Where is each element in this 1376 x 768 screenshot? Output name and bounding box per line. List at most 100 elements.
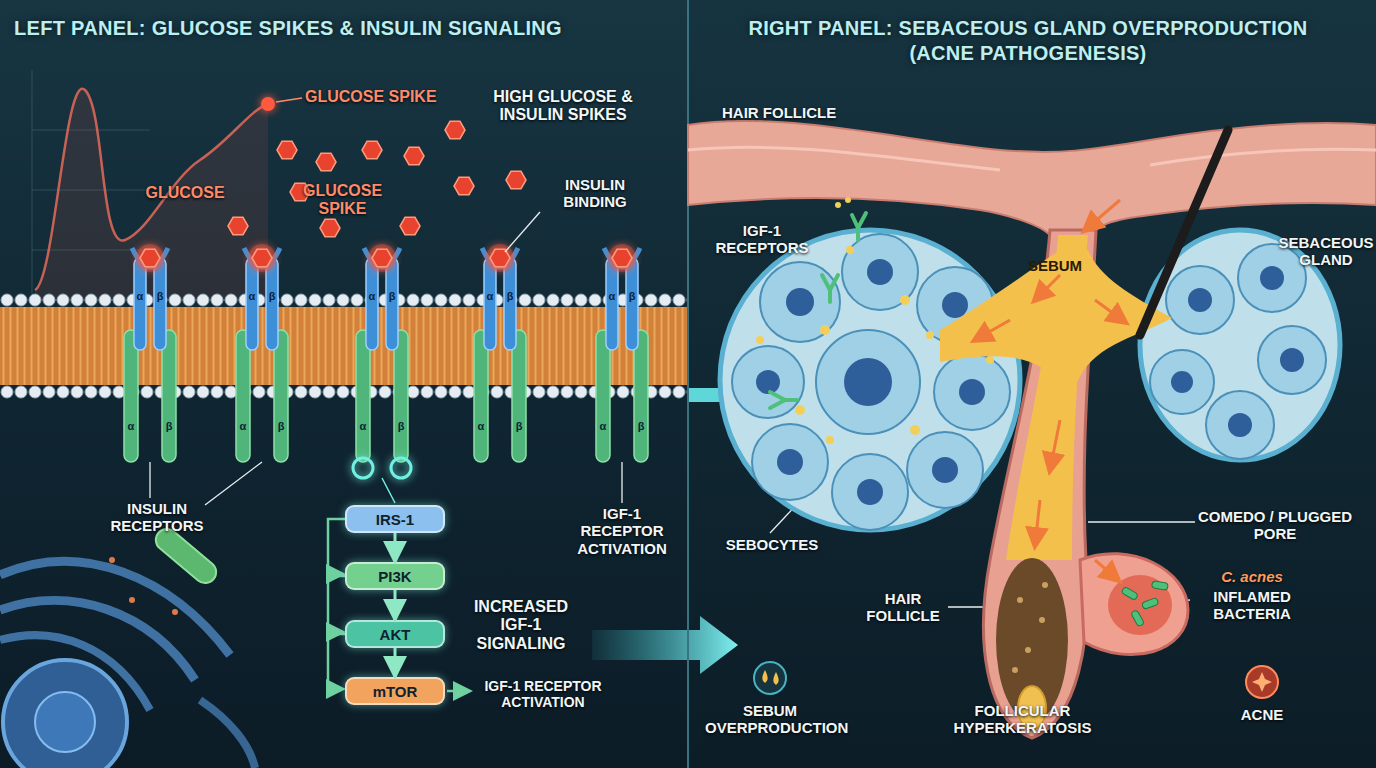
cell-membrane bbox=[0, 293, 688, 307]
follicle-canal bbox=[1108, 575, 1172, 635]
receptor-part bbox=[154, 258, 166, 350]
callout-label: IGF-1 RECEPTOR ACTIVATION bbox=[566, 505, 678, 557]
callout-label: GLUCOSE SPIKE bbox=[305, 88, 475, 106]
cell-organelles bbox=[35, 692, 95, 752]
glucose-molecules bbox=[362, 141, 382, 158]
sebaceous-gland-left bbox=[932, 457, 958, 483]
sebaceous-gland-left bbox=[942, 292, 968, 318]
sebum-flow-arrows bbox=[1035, 500, 1040, 545]
igf1-receptor-icons bbox=[835, 202, 841, 208]
callout-label: ACNE bbox=[1226, 706, 1298, 723]
subunit-letter: β bbox=[395, 420, 407, 432]
glucose-molecule bbox=[608, 244, 636, 272]
glucose-molecule bbox=[252, 249, 272, 266]
follicle-canal bbox=[1017, 597, 1023, 603]
panel-divider bbox=[688, 0, 689, 768]
receptor-part bbox=[606, 258, 618, 350]
glucose-molecule bbox=[490, 249, 510, 266]
glucose-molecules bbox=[445, 121, 465, 138]
sebum-flow-arrows bbox=[975, 320, 1010, 340]
callout-label: GLUCOSE SPIKE bbox=[295, 182, 390, 219]
follicle-canal bbox=[1012, 582, 1048, 673]
sebaceous-gland-left bbox=[820, 325, 830, 335]
cell-organelles bbox=[129, 597, 135, 603]
pathway-label: AKT bbox=[380, 626, 411, 643]
receptor-part bbox=[504, 258, 516, 350]
pathway-box: PI3K bbox=[345, 562, 445, 590]
igf1-receptor-icons bbox=[822, 275, 838, 302]
receptor-part bbox=[124, 330, 138, 462]
callout-label: INFLAMED BACTERIA bbox=[1192, 588, 1312, 623]
sebaceous-gland-left bbox=[786, 288, 814, 316]
sebaceous-gland-left bbox=[910, 425, 920, 435]
receptor-part bbox=[366, 258, 378, 350]
callout-label: SEBOCYTES bbox=[712, 536, 832, 553]
pathway-box: mTOR bbox=[345, 677, 445, 705]
subunit-letter: α bbox=[246, 290, 258, 302]
subunit-letter: α bbox=[134, 290, 146, 302]
callout-label: SEBACEOUS GLAND bbox=[1278, 234, 1374, 269]
glow bbox=[608, 244, 636, 272]
callout-label: HAIR FOLLICLE bbox=[722, 104, 902, 121]
subunit-letter: α bbox=[606, 290, 618, 302]
callout-label: HIGH GLUCOSE & INSULIN SPIKES bbox=[468, 88, 658, 125]
pathway-box: IRS-1 bbox=[345, 505, 445, 533]
sebaceous-gland-left bbox=[986, 356, 994, 364]
sebum-flow-arrows bbox=[1095, 300, 1125, 322]
follicle-canal bbox=[1131, 610, 1145, 627]
subunit-letter: α bbox=[237, 420, 249, 432]
sebaceous-gland-right bbox=[1260, 266, 1284, 290]
glucose-molecule bbox=[486, 244, 514, 272]
sebaceous-gland-left bbox=[842, 234, 918, 310]
sebaceous-gland-left bbox=[857, 479, 883, 505]
glucose-molecules bbox=[277, 141, 297, 158]
sebaceous-gland-right bbox=[1206, 391, 1274, 459]
sebaceous-gland-left bbox=[732, 346, 804, 418]
sebaceous-gland-left bbox=[777, 449, 803, 475]
subunit-letter: β bbox=[154, 290, 166, 302]
sebaceous-gland-left bbox=[720, 230, 1020, 530]
sebaceous-gland-right bbox=[1238, 244, 1306, 312]
subunit-letter: β bbox=[386, 290, 398, 302]
sebaceous-gland-left bbox=[907, 432, 983, 508]
pathway-box: AKT bbox=[345, 620, 445, 648]
sebaceous-gland-left bbox=[959, 379, 985, 405]
receptor-part bbox=[274, 330, 288, 462]
glucose-molecule bbox=[140, 249, 160, 266]
follicle-canal bbox=[1012, 667, 1018, 673]
sebaceous-gland-left bbox=[756, 336, 764, 344]
callout-label: GLUCOSE bbox=[135, 184, 235, 202]
sebaceous-gland-left bbox=[732, 234, 1010, 530]
glucose-chart bbox=[261, 97, 275, 111]
receptor-part bbox=[266, 258, 278, 350]
sebaceous-gland-left bbox=[752, 424, 828, 500]
sebaceous-gland-right bbox=[1150, 350, 1214, 414]
callout-label: COMEDO / PLUGGED PORE bbox=[1195, 508, 1355, 543]
receptor-part bbox=[356, 330, 370, 462]
sebaceous-gland-right bbox=[1150, 244, 1326, 459]
callout-label: FOLLICULAR HYPERKERATOSIS bbox=[935, 702, 1110, 737]
receptor-part bbox=[162, 330, 176, 462]
sebaceous-gland-left bbox=[926, 331, 934, 339]
sebaceous-gland-right bbox=[1166, 266, 1234, 334]
cell-membrane bbox=[0, 307, 688, 385]
callout-label: SEBUM bbox=[1015, 257, 1095, 274]
glucose-molecule bbox=[136, 244, 164, 272]
callout-label: C. acnes bbox=[1192, 568, 1312, 585]
sebaceous-gland-left bbox=[720, 230, 1020, 530]
receptor-part bbox=[512, 330, 526, 462]
pathway-decor bbox=[447, 690, 468, 693]
sebaceous-gland-left bbox=[900, 295, 910, 305]
glucose-molecules bbox=[228, 217, 248, 234]
glucose-molecules bbox=[400, 217, 420, 234]
follicle-canal bbox=[1121, 586, 1138, 600]
cell-organelles bbox=[3, 660, 127, 768]
leader-lines bbox=[149, 462, 150, 498]
sebaceous-gland-left bbox=[760, 262, 840, 342]
pathway-label: PI3K bbox=[378, 568, 411, 585]
glucose-molecules bbox=[454, 177, 474, 194]
glow bbox=[248, 244, 276, 272]
sebaceous-gland-right bbox=[1228, 413, 1252, 437]
subunit-letter: α bbox=[475, 420, 487, 432]
